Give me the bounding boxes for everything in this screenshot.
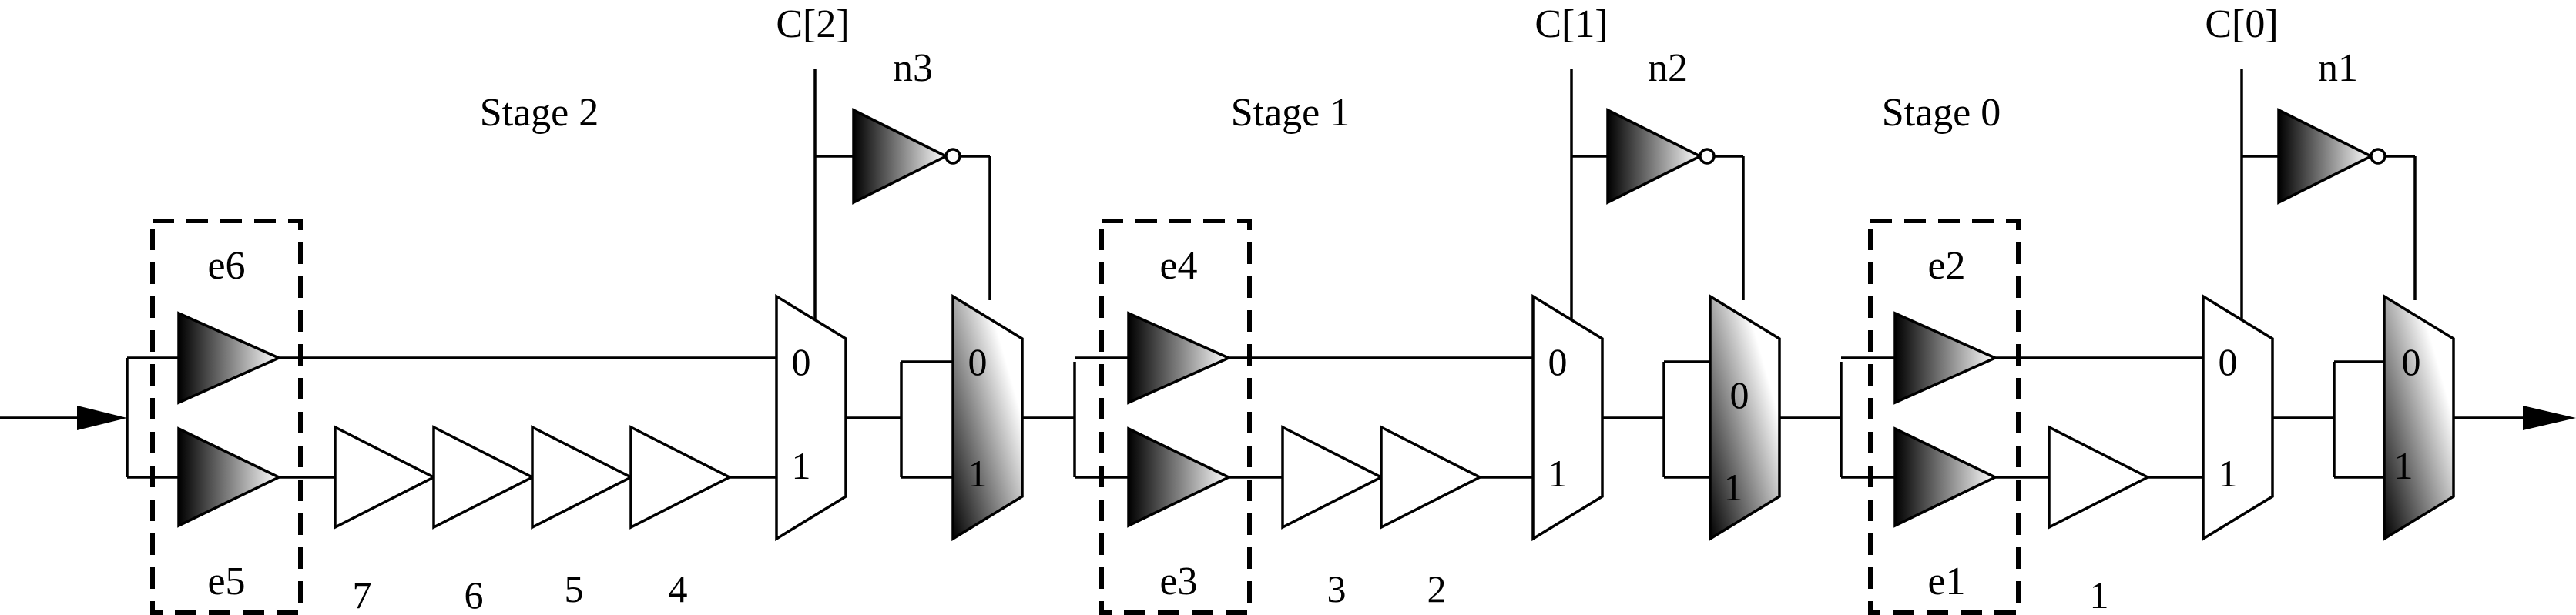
buffer-3 xyxy=(1281,425,1384,530)
control-label-c1: C[1] xyxy=(1535,2,1608,46)
element-label-e6: e6 xyxy=(207,244,245,288)
stage-2-label: Stage 2 xyxy=(480,91,599,135)
mux2-stage-0-in1: 1 xyxy=(2394,444,2413,487)
buffer-label-1: 1 xyxy=(2090,573,2109,615)
element-box-stage-0 xyxy=(1868,219,2021,615)
element-label-e4: e4 xyxy=(1159,244,1197,288)
mux2-stage-1-in1: 1 xyxy=(1724,466,1743,509)
mux2-stage-1 xyxy=(1709,293,1781,542)
buffer-1 xyxy=(2048,425,2151,530)
element-label-e5: e5 xyxy=(207,560,245,603)
buffer-label-3: 3 xyxy=(1327,567,1347,610)
mux2-stage-2 xyxy=(951,293,1024,542)
input-signal xyxy=(0,406,127,430)
buffer-label-5: 5 xyxy=(565,567,584,610)
element-box-stage-2 xyxy=(150,219,303,615)
buffer-label-7: 7 xyxy=(353,573,372,615)
stage-1-label: Stage 1 xyxy=(1231,91,1350,135)
stage-0-label: Stage 0 xyxy=(1882,91,2001,135)
element-e5-buffer xyxy=(177,426,283,528)
stage-2: Stage 2 e6 e5 7 6 5 4 0 1 C[2] xyxy=(126,2,1075,615)
mux-stage-1-in0: 0 xyxy=(1548,340,1568,383)
buffer-5 xyxy=(531,425,634,530)
element-e1-buffer xyxy=(1893,426,1999,528)
mux-stage-0 xyxy=(2202,293,2274,542)
mux-stage-2 xyxy=(775,293,847,542)
inverter-n1 xyxy=(2277,108,2374,205)
mux-stage-0-in1: 1 xyxy=(2219,452,2238,495)
element-box-stage-1 xyxy=(1099,219,1252,615)
buffer-label-2: 2 xyxy=(1427,567,1447,610)
element-label-e1: e1 xyxy=(1927,560,1965,603)
mux-stage-1-in1: 1 xyxy=(1548,452,1568,495)
inverter-label-n3: n3 xyxy=(893,46,933,90)
element-e3-buffer xyxy=(1127,426,1233,528)
buffer-label-4: 4 xyxy=(669,567,688,610)
mux2-stage-2-in0: 0 xyxy=(968,340,988,383)
mux-stage-2-in1: 1 xyxy=(792,444,811,487)
output-signal xyxy=(2454,406,2576,430)
element-e2-buffer xyxy=(1893,311,1999,405)
mux-stage-1 xyxy=(1531,293,1604,542)
mux2-stage-0 xyxy=(2383,293,2455,542)
control-label-c0: C[0] xyxy=(2205,2,2278,46)
control-label-c2: C[2] xyxy=(776,2,849,46)
mux2-stage-0-in0: 0 xyxy=(2402,340,2421,383)
buffer-4 xyxy=(629,425,733,530)
buffer-7 xyxy=(334,425,437,530)
inverter-label-n1: n1 xyxy=(2318,46,2358,90)
stage-0: Stage 0 e2 e1 1 0 1 C[0] n1 0 1 xyxy=(1840,2,2455,615)
inverter-n2 xyxy=(1606,108,1703,205)
mux2-stage-2-in1: 1 xyxy=(968,452,988,495)
inverter-n3 xyxy=(852,108,949,205)
element-e4-buffer xyxy=(1127,311,1233,405)
buffer-6 xyxy=(432,425,535,530)
buffer-2 xyxy=(1380,425,1483,530)
element-label-e3: e3 xyxy=(1159,560,1197,603)
inverter-label-n2: n2 xyxy=(1648,46,1688,90)
element-e6-buffer xyxy=(177,311,283,405)
mux-stage-2-in0: 0 xyxy=(792,340,811,383)
mux-stage-0-in0: 0 xyxy=(2219,340,2238,383)
stage-1: Stage 1 e4 e3 3 2 0 1 C[1] n2 0 1 xyxy=(1073,2,1841,615)
buffer-label-6: 6 xyxy=(465,573,484,615)
mux2-stage-1-in0: 0 xyxy=(1730,373,1749,416)
element-label-e2: e2 xyxy=(1927,244,1965,288)
